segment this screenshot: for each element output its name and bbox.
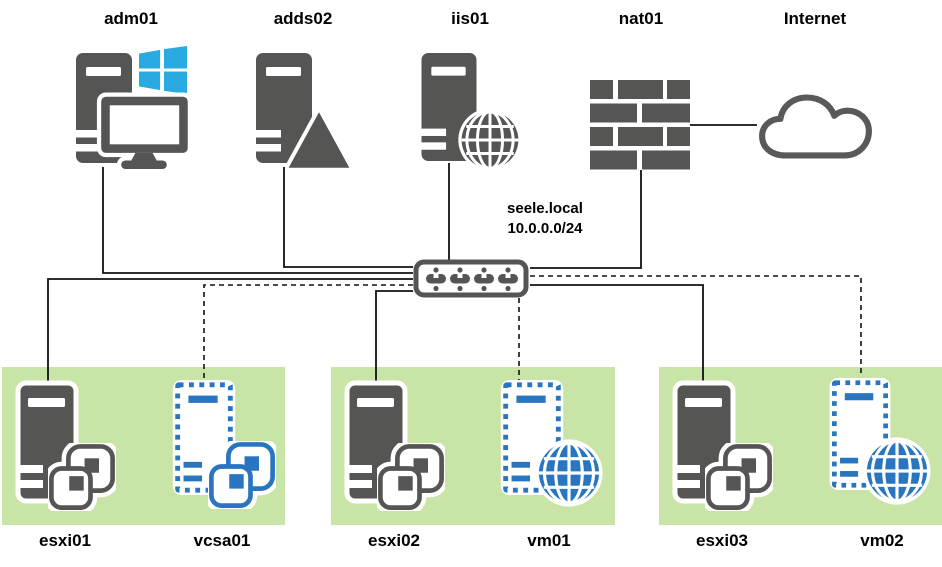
network-label: seele.local 10.0.0.0/24: [465, 199, 625, 239]
label-internet: Internet: [783, 9, 847, 28]
label-nat01: nat01: [618, 9, 664, 28]
internet-cloud-icon: [759, 94, 872, 159]
label-vm01: vm01: [527, 531, 571, 550]
link-adds02-switch: [283, 167, 413, 268]
network-subnet: 10.0.0.0/24: [507, 220, 583, 237]
ethernet-switch-icon: [413, 259, 529, 298]
firewall-brick-wall-icon: [590, 80, 690, 170]
link-adm01-switch: [102, 167, 413, 274]
link-switch-esxi02: [375, 290, 413, 383]
link-nat01-switch: [530, 170, 642, 269]
label-esxi01: esxi01: [39, 531, 91, 550]
web-globe-icon: [458, 108, 522, 172]
vmware-logo-icon: [705, 443, 773, 511]
vmware-logo-icon: [208, 441, 276, 509]
web-globe-icon: [535, 439, 603, 507]
label-adds02: adds02: [273, 9, 333, 28]
label-esxi03: esxi03: [696, 531, 748, 550]
vmware-logo-icon: [48, 443, 116, 511]
server-tower-icon: [255, 53, 312, 163]
label-vcsa01: vcsa01: [193, 531, 251, 550]
label-esxi02: esxi02: [368, 531, 420, 550]
web-globe-icon: [863, 437, 931, 505]
network-domain-name: seele.local: [507, 200, 583, 217]
link-switch-esxi01: [47, 278, 413, 383]
label-iis01: iis01: [451, 9, 489, 28]
link-switch-vm02-dashed: [530, 275, 862, 377]
vmware-logo-icon: [377, 443, 445, 511]
label-vm02: vm02: [860, 531, 904, 550]
monitor-icon: [96, 92, 193, 170]
link-switch-vcsa01-dashed: [203, 284, 413, 381]
label-adm01: adm01: [104, 9, 158, 28]
windows-logo-icon: [139, 46, 187, 94]
directory-triangle-icon: [286, 108, 352, 172]
link-switch-esxi03: [530, 284, 704, 383]
